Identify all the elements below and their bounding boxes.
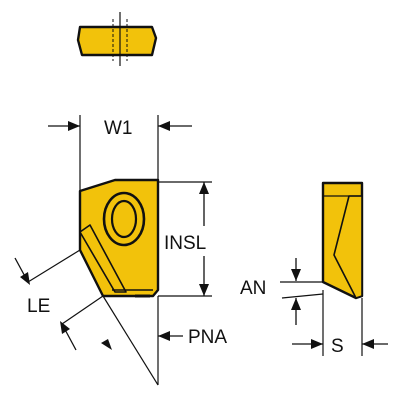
le-label: LE xyxy=(27,296,50,317)
top-view-insert xyxy=(76,12,158,66)
w1-label: W1 xyxy=(104,118,133,139)
side-view-insert xyxy=(321,181,364,300)
insl-label: INSL xyxy=(164,233,206,254)
s-dimension xyxy=(292,290,388,356)
s-label: S xyxy=(331,336,344,357)
an-dimension xyxy=(280,258,324,325)
pna-label: PNA xyxy=(188,327,227,348)
pna-dimension xyxy=(79,249,183,386)
le-dimension xyxy=(14,249,104,351)
an-label: AN xyxy=(240,278,266,299)
front-view-insert xyxy=(78,178,160,298)
w1-dimension xyxy=(48,115,192,191)
insl-dimension xyxy=(158,181,212,297)
